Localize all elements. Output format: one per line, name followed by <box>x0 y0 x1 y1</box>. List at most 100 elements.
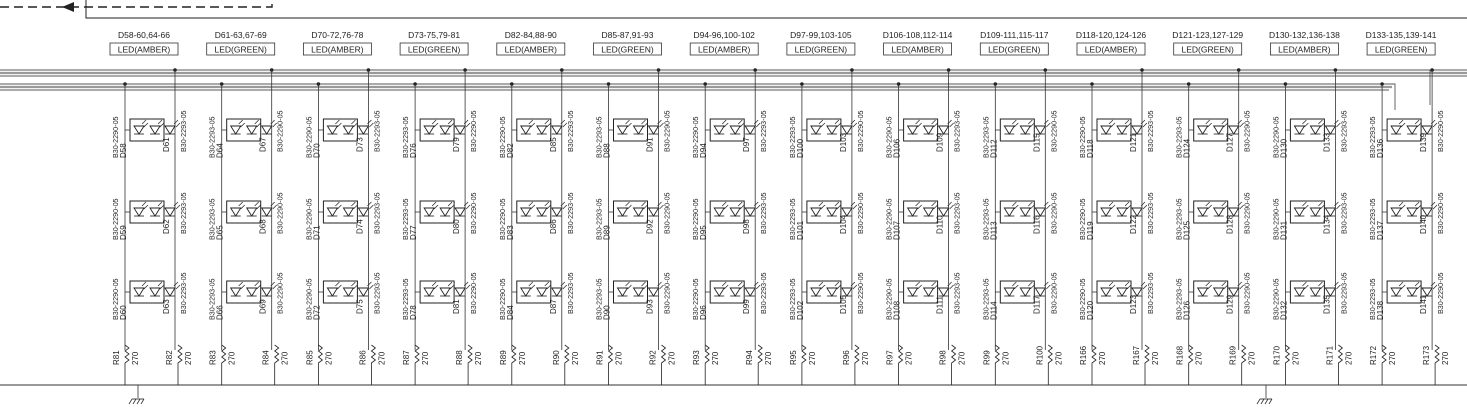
bar-designator: D72 <box>312 305 321 320</box>
emit-arrow-icon <box>641 281 648 290</box>
single-designator: D141 <box>1419 294 1428 314</box>
single-part-number: B30-2293-05 <box>1339 272 1348 314</box>
diode-icon <box>826 125 838 135</box>
single-led-icon <box>647 287 660 297</box>
group-type-box <box>1173 42 1243 56</box>
led-bar-package <box>516 118 552 142</box>
resistor-icon <box>177 344 183 385</box>
single-led-icon <box>357 287 370 297</box>
bar-part-number: B30-2293-05 <box>595 198 604 240</box>
single-part-number: B30-2293-05 <box>953 110 962 152</box>
led-bar-package <box>322 200 358 224</box>
emit-arrow-icon <box>1414 281 1422 290</box>
ground-hatch <box>128 398 145 405</box>
group-type-box <box>979 42 1049 56</box>
bar-designator: D66 <box>216 305 225 320</box>
bar-part-number: B30-2293-05 <box>401 198 410 240</box>
emit-arrow-icon <box>141 281 149 290</box>
single-designator: D105 <box>839 294 848 314</box>
led-bar-package <box>1096 118 1132 142</box>
diode-icon <box>133 207 145 217</box>
diode-icon <box>1309 287 1322 297</box>
single-part-number: B30-2290-05 <box>1049 272 1058 314</box>
led-bar-package <box>1289 118 1325 142</box>
diode-icon <box>229 207 242 217</box>
resistor-ref: R166 <box>1079 345 1088 365</box>
bar-part-number: B30-2293-05 <box>401 278 410 320</box>
diode-icon <box>342 125 355 135</box>
top-dashed-bus <box>0 0 273 8</box>
bar-part-number: B30-2293-05 <box>208 198 217 240</box>
single-designator: D63 <box>162 299 171 314</box>
led-bar-package <box>709 200 745 224</box>
group-type-box <box>1366 42 1436 56</box>
diode-icon <box>713 207 726 217</box>
single-designator: D62 <box>162 219 171 234</box>
single-designator: D140 <box>1419 214 1428 234</box>
resistor-ref: R87 <box>402 350 411 365</box>
resistor-value: 270 <box>1248 351 1257 365</box>
single-led-icon <box>1421 287 1433 297</box>
emit-arrow-icon <box>544 201 552 210</box>
emit-arrow-icon <box>1012 281 1019 290</box>
single-led-icon <box>454 287 466 297</box>
diode-icon <box>1212 207 1225 217</box>
resistor-value: 270 <box>1195 351 1204 365</box>
single-part-number: B30-2293-05 <box>179 110 188 152</box>
emit-arrow-icon <box>1318 119 1325 128</box>
bar-part-number: B30-2290-05 <box>1078 278 1087 320</box>
resistor-icon <box>1241 344 1247 385</box>
single-designator: D104 <box>839 214 848 234</box>
resistor-icon <box>1091 344 1097 385</box>
resistor-value: 270 <box>1001 351 1010 365</box>
led-bar-package <box>999 280 1035 304</box>
bar-designator: D124 <box>1183 138 1192 158</box>
diode-icon <box>729 287 742 297</box>
resistor-value: 270 <box>1291 351 1300 365</box>
diode-icon <box>342 207 355 217</box>
emit-arrow-icon <box>931 119 938 128</box>
single-part-number: B30-2290-05 <box>276 272 285 314</box>
emit-arrow-icon <box>335 201 342 210</box>
single-led-icon <box>454 207 466 217</box>
diode-icon <box>245 287 258 297</box>
single-part-number: B30-2293-05 <box>566 110 575 152</box>
diode-icon <box>535 207 548 217</box>
bar-part-number: B30-2290-05 <box>304 198 313 240</box>
resistor-value: 270 <box>518 351 527 365</box>
bar-part-number: B30-2290-05 <box>498 116 507 158</box>
group-type-box <box>302 42 372 56</box>
bar-part-number: B30-2293-05 <box>401 116 410 158</box>
single-led-icon <box>1034 287 1047 297</box>
led-bar-package <box>419 280 455 304</box>
emit-arrow-icon <box>1028 281 1035 290</box>
diode-icon <box>632 287 645 297</box>
single-led-icon <box>937 207 950 217</box>
bar-part-number: B30-2290-05 <box>1078 198 1087 240</box>
diode-icon <box>245 125 258 135</box>
diode-icon <box>519 125 532 135</box>
resistor-ref: R86 <box>358 350 367 365</box>
group-type-label: LED(AMBER) <box>311 45 364 55</box>
emit-arrow-icon <box>1414 119 1422 128</box>
diode-icon <box>906 125 919 135</box>
diode-icon <box>1196 207 1209 217</box>
resistor-icon <box>1381 344 1387 385</box>
emit-arrow-icon <box>931 281 938 290</box>
bar-designator: D77 <box>409 225 418 240</box>
resistor-ref: R85 <box>305 350 314 365</box>
emit-arrow-icon <box>1398 201 1406 210</box>
resistor-value: 270 <box>324 351 333 365</box>
resistor-icon <box>124 344 130 385</box>
single-part-number: B30-2293-05 <box>566 272 575 314</box>
single-led-icon <box>260 287 273 297</box>
ground-hatch <box>1256 398 1273 405</box>
single-part-number: B30-2293-05 <box>372 110 381 152</box>
group-range-label: D58-60,64-66 <box>118 30 170 40</box>
emit-arrow-icon <box>1108 201 1116 210</box>
single-designator: D123 <box>1129 294 1138 314</box>
